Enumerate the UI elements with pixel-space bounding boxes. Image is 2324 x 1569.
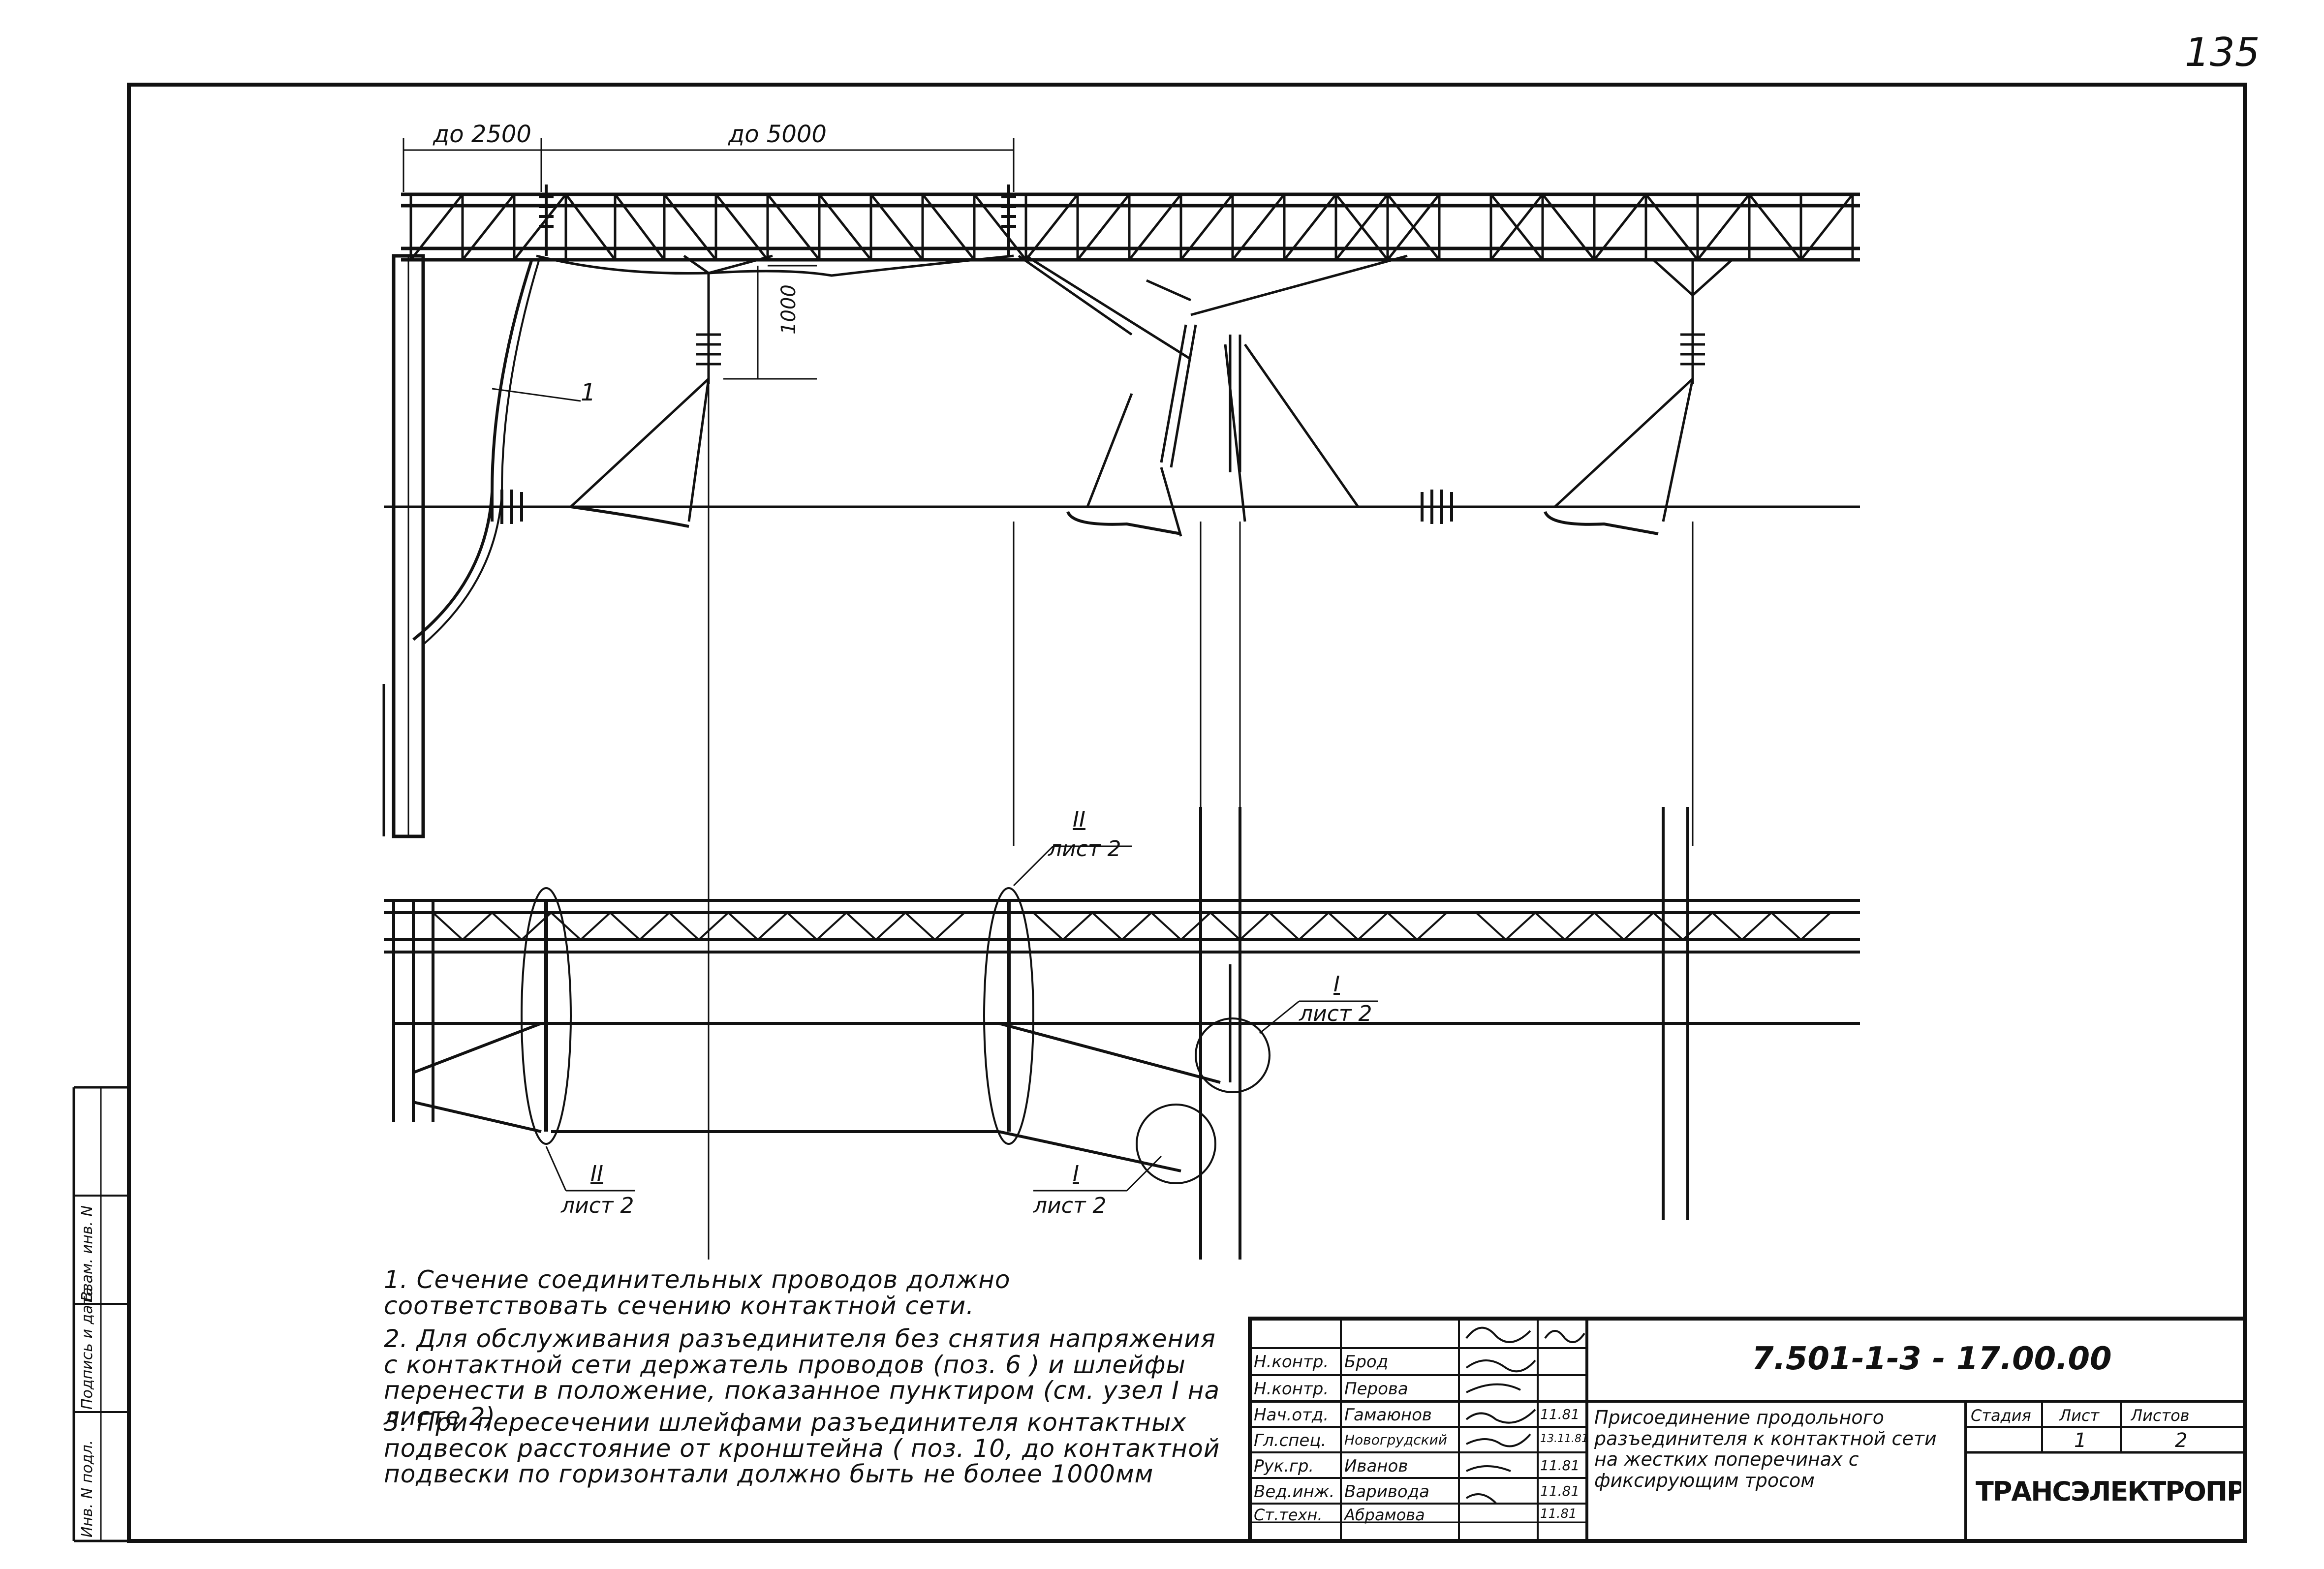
stamp-role: Н.контр. — [1254, 1352, 1329, 1372]
sheet-header: Лист — [2059, 1406, 2100, 1425]
node2-bottom-number: II — [590, 1161, 603, 1186]
stamp-role: Ст.техн. — [1254, 1506, 1323, 1524]
dimension-label-2: до 5000 — [728, 121, 827, 148]
stamp-date: 11.81 — [1540, 1457, 1580, 1474]
node1-bottom-number: I — [1073, 1161, 1079, 1186]
stamp-date: 13.11.81 — [1540, 1433, 1585, 1445]
node2-top-number: II — [1073, 807, 1085, 832]
stamp-name: Брод — [1344, 1352, 1389, 1372]
sheets-value: 2 — [2175, 1429, 2188, 1452]
node1-right-number: I — [1333, 972, 1340, 997]
stamp-role: Рук.гр. — [1254, 1456, 1314, 1476]
organization-name: ТРАНСЭЛЕКТРОПРОЕКТ — [1976, 1476, 2241, 1507]
stage-header: Стадия — [1971, 1406, 2031, 1425]
sheet-value: 1 — [2074, 1429, 2087, 1452]
stamp-date: 11.81 — [1540, 1507, 1577, 1521]
stamp-date: 11.81 — [1540, 1483, 1580, 1499]
side-stamp-cell-1: Инв. N подл. — [79, 1440, 96, 1538]
dimension-label-1: до 2500 — [433, 121, 531, 148]
stamp-name: Перова — [1344, 1379, 1408, 1399]
sheets-header: Листов — [2131, 1406, 2190, 1425]
note-3: 3. При пересечении шлейфами разъединител… — [384, 1408, 1220, 1488]
stamp-role: Н.контр. — [1254, 1379, 1329, 1399]
note-1: 1. Сечение соединительных проводов должн… — [384, 1265, 1011, 1320]
truss-plan — [384, 388, 1860, 1260]
note-2: 2. Для обслуживания разъединителя без сн… — [384, 1324, 1220, 1431]
document-code: 7.501-1-3 - 17.00.00 — [1752, 1341, 2112, 1377]
title-block-grid — [1248, 1317, 2247, 1543]
sheet-frame — [72, 83, 2247, 1543]
node2-top-sheet: лист 2 — [1048, 836, 1121, 861]
signatures — [1465, 1326, 1585, 1504]
stamp-name: Варивода — [1344, 1482, 1430, 1502]
truss-elevation — [382, 138, 1860, 1260]
position-1-label: 1 — [581, 379, 596, 406]
stamp-name: Иванов — [1344, 1456, 1408, 1476]
side-stamp-cell-3: Взам. инв. N — [79, 1205, 96, 1301]
drawing-title: Присоединение продольного разъединителя … — [1594, 1407, 1937, 1491]
stamp-role: Вед.инж. — [1254, 1482, 1335, 1502]
side-stamp-cell-2: Подпись и дата — [79, 1287, 96, 1410]
node1-bottom-sheet: лист 2 — [1033, 1193, 1107, 1218]
page-number: 135 — [2185, 30, 2260, 75]
node1-right-sheet: лист 2 — [1299, 1001, 1372, 1026]
stamp-role: Нач.отд. — [1254, 1405, 1329, 1425]
stamp-name: Новогрудский — [1344, 1432, 1447, 1448]
dimension-label-3: 1000 — [777, 284, 800, 335]
stamp-name: Гамаюнов — [1344, 1405, 1432, 1425]
node2-bottom-sheet: лист 2 — [561, 1193, 634, 1218]
stamp-name: Абрамова — [1344, 1506, 1425, 1524]
stamp-role: Гл.спец. — [1254, 1431, 1327, 1450]
stamp-date: 11.81 — [1540, 1406, 1580, 1422]
